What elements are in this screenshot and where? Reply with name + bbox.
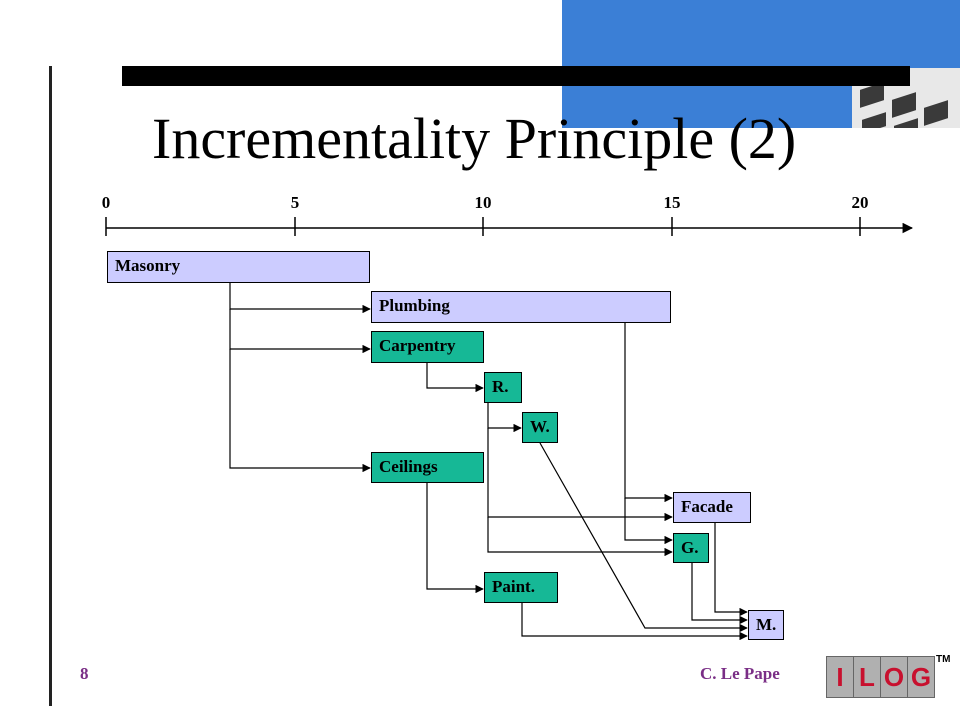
- page-number: 8: [80, 664, 89, 683]
- edge-r-facade: [487, 428, 673, 522]
- title-bar: [122, 66, 910, 86]
- author-credit: C. Le Pape: [700, 664, 780, 683]
- axis-tick-label: 20: [851, 193, 869, 212]
- edge-masonry-carpentry: [229, 309, 371, 354]
- axis-tick-label: 10: [474, 193, 492, 212]
- time-axis: [105, 217, 914, 236]
- task-masonry: Masonry: [107, 251, 370, 283]
- logo-letter: L: [853, 656, 881, 698]
- edge-w-m: [539, 442, 748, 633]
- axis-tick-label: 15: [663, 193, 681, 212]
- edge-plumbing-facade: [624, 323, 673, 503]
- edge-masonry-ceilings: [229, 349, 371, 473]
- task-facade: Facade: [673, 492, 751, 523]
- edge-g-m: [691, 563, 748, 625]
- edge-masonry-plumbing: [229, 283, 371, 314]
- trademark-mark: TM: [936, 654, 951, 665]
- task-m: M.: [748, 610, 784, 640]
- task-r: R.: [484, 372, 522, 403]
- task-g: G.: [673, 533, 709, 563]
- logo-letter: I: [826, 656, 854, 698]
- task-plumbing: Plumbing: [371, 291, 671, 323]
- slide-title: Incrementality Principle (2): [152, 106, 797, 171]
- axis-tick-label: 0: [101, 193, 111, 212]
- edge-carpentry-r: [426, 363, 484, 393]
- edge-plumbing-g: [624, 498, 673, 545]
- task-ceilings: Ceilings: [371, 452, 484, 483]
- edge-ceilings-paint: [426, 483, 484, 594]
- task-paint: Paint.: [484, 572, 558, 603]
- task-w: W.: [522, 412, 558, 443]
- logo-letter: O: [880, 656, 908, 698]
- edge-paint-m: [521, 603, 748, 641]
- left-rule: [49, 66, 52, 706]
- edge-r-w: [487, 403, 522, 433]
- edge-facade-m: [714, 523, 748, 617]
- logo-letter: G: [907, 656, 935, 698]
- axis-tick-label: 5: [290, 193, 300, 212]
- ilog-logo: I L O G TM: [826, 652, 950, 700]
- task-carpentry: Carpentry: [371, 331, 484, 363]
- edge-r-g: [487, 517, 673, 557]
